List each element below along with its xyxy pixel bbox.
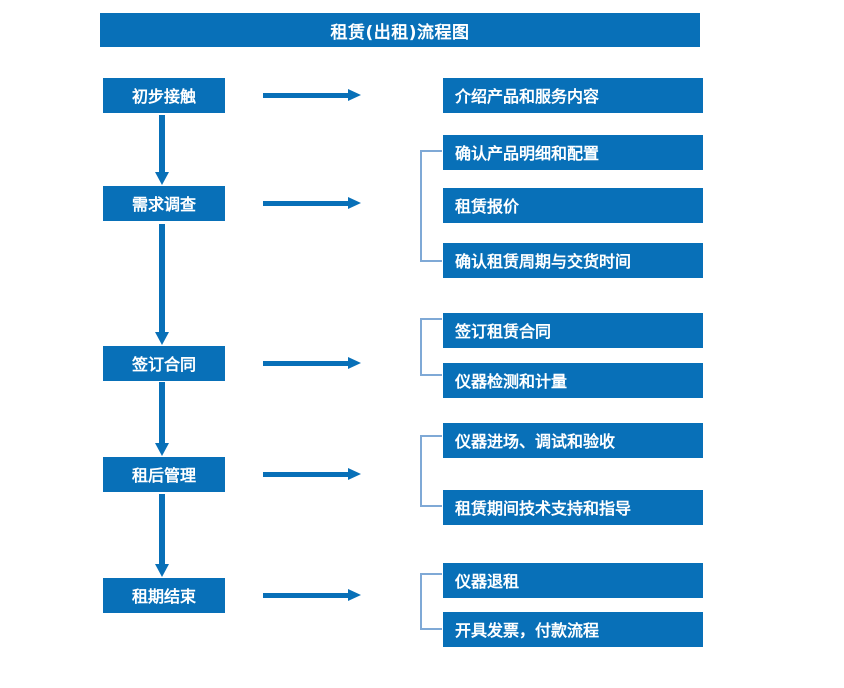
detail-box-introduce-products[interactable]: 介绍产品和服务内容 xyxy=(443,78,703,113)
arrow-shaft xyxy=(159,224,165,332)
group-bracket-rental-end xyxy=(420,573,442,630)
detail-box-confirm-period[interactable]: 确认租赁周期与交货时间 xyxy=(443,243,703,278)
arrow-shaft xyxy=(263,201,349,206)
arrow-head-icon xyxy=(348,357,361,369)
detail-box-instrument-testing[interactable]: 仪器检测和计量 xyxy=(443,363,703,398)
horizontal-arrow-5 xyxy=(263,589,361,601)
stage-box-demand-survey[interactable]: 需求调查 xyxy=(103,186,225,221)
arrow-head-icon xyxy=(348,89,361,101)
stage-box-rental-end[interactable]: 租期结束 xyxy=(103,578,225,613)
arrow-shaft xyxy=(263,472,349,477)
arrow-shaft xyxy=(159,494,165,564)
arrow-shaft xyxy=(263,93,349,98)
vertical-arrow-2 xyxy=(155,224,169,345)
stage-box-post-rental-mgmt[interactable]: 租后管理 xyxy=(103,457,225,492)
horizontal-arrow-2 xyxy=(263,197,361,209)
detail-box-confirm-product-spec[interactable]: 确认产品明细和配置 xyxy=(443,135,703,170)
arrow-head-icon xyxy=(348,589,361,601)
arrow-shaft xyxy=(263,361,349,366)
arrow-shaft xyxy=(159,382,165,443)
arrow-head-icon xyxy=(155,443,169,456)
arrow-shaft xyxy=(159,115,165,172)
detail-box-rental-quotation[interactable]: 租赁报价 xyxy=(443,188,703,223)
vertical-arrow-3 xyxy=(155,382,169,456)
arrow-shaft xyxy=(263,593,349,598)
vertical-arrow-4 xyxy=(155,494,169,577)
arrow-head-icon xyxy=(155,172,169,185)
stage-box-sign-contract[interactable]: 签订合同 xyxy=(103,346,225,381)
group-bracket-demand-survey xyxy=(420,150,442,262)
diagram-title: 租赁(出租)流程图 xyxy=(100,13,700,47)
stage-box-preliminary-contact[interactable]: 初步接触 xyxy=(103,78,225,113)
group-bracket-sign-contract xyxy=(420,318,442,376)
vertical-arrow-1 xyxy=(155,115,169,185)
detail-box-instrument-return[interactable]: 仪器退租 xyxy=(443,563,703,598)
group-bracket-post-rental-mgmt xyxy=(420,435,442,507)
horizontal-arrow-3 xyxy=(263,357,361,369)
detail-box-invoice-payment[interactable]: 开具发票，付款流程 xyxy=(443,612,703,647)
arrow-head-icon xyxy=(155,332,169,345)
detail-box-sign-rental-contract[interactable]: 签订租赁合同 xyxy=(443,313,703,348)
arrow-head-icon xyxy=(348,468,361,480)
arrow-head-icon xyxy=(348,197,361,209)
horizontal-arrow-1 xyxy=(263,89,361,101)
arrow-head-icon xyxy=(155,564,169,577)
horizontal-arrow-4 xyxy=(263,468,361,480)
detail-box-instrument-entry[interactable]: 仪器进场、调试和验收 xyxy=(443,423,703,458)
detail-box-technical-support[interactable]: 租赁期间技术支持和指导 xyxy=(443,490,703,525)
